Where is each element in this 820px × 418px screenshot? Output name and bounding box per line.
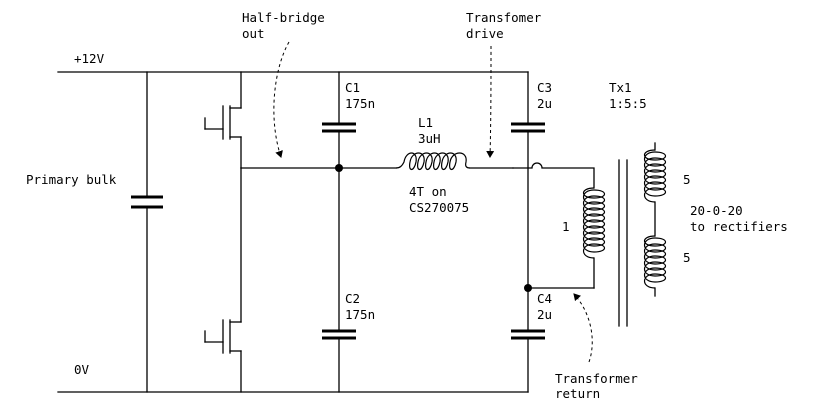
capacitor-c4 bbox=[511, 287, 545, 393]
primary-turns-label: 1 bbox=[562, 219, 570, 234]
capacitor-c3 bbox=[511, 71, 545, 289]
c3-value-label: 2u bbox=[537, 96, 552, 111]
primary-bulk-label: Primary bulk bbox=[26, 172, 117, 187]
transformer-return-label-line1: Transformer bbox=[555, 371, 638, 386]
transformer-drive-arrow bbox=[486, 45, 495, 158]
secondary-bottom-turns-label: 5 bbox=[683, 250, 691, 265]
c1-name-label: C1 bbox=[345, 80, 360, 95]
c4-name-label: C4 bbox=[537, 291, 552, 306]
rail-12v-label: +12V bbox=[74, 51, 105, 66]
c4-value-label: 2u bbox=[537, 307, 552, 322]
l1-name-label: L1 bbox=[418, 115, 433, 130]
inductor-l1 bbox=[395, 152, 471, 171]
c1-value-label: 175n bbox=[345, 96, 375, 111]
lower-mosfet bbox=[204, 167, 242, 393]
upper-mosfet bbox=[204, 71, 242, 169]
transformer-return-arrow bbox=[573, 293, 593, 363]
c2-name-label: C2 bbox=[345, 291, 360, 306]
secondary-top-turns-label: 5 bbox=[683, 172, 691, 187]
tx1-name-label: Tx1 bbox=[609, 80, 632, 95]
output-label-line2: to rectifiers bbox=[690, 219, 788, 234]
capacitor-c2 bbox=[322, 167, 356, 393]
l1-note-line1: 4T on bbox=[409, 184, 447, 199]
half-bridge-out-label-line2: out bbox=[242, 26, 265, 41]
rail-0v-label: 0V bbox=[74, 362, 90, 377]
transformer-secondary-winding-top bbox=[643, 142, 667, 203]
bulk-capacitor bbox=[131, 71, 163, 393]
l1-note-line2: CS270075 bbox=[409, 200, 469, 215]
half-bridge-out-label-line1: Half-bridge bbox=[242, 10, 325, 25]
wire-crossover-to-primary bbox=[527, 162, 595, 189]
capacitor-c1 bbox=[322, 71, 356, 169]
l1-value-label: 3uH bbox=[418, 131, 441, 146]
c3-name-label: C3 bbox=[537, 80, 552, 95]
output-label-line1: 20-0-20 bbox=[690, 203, 743, 218]
c2-value-label: 175n bbox=[345, 307, 375, 322]
tx1-ratio-label: 1:5:5 bbox=[609, 96, 647, 111]
transformer-drive-label-line1: Transfomer bbox=[466, 10, 542, 25]
transformer-primary-winding bbox=[582, 187, 606, 259]
half-bridge-out-arrow bbox=[273, 41, 290, 158]
transformer-return-label-line2: return bbox=[555, 386, 600, 401]
transformer-drive-label-line2: drive bbox=[466, 26, 504, 41]
transformer-secondary-winding-bottom bbox=[643, 235, 667, 297]
